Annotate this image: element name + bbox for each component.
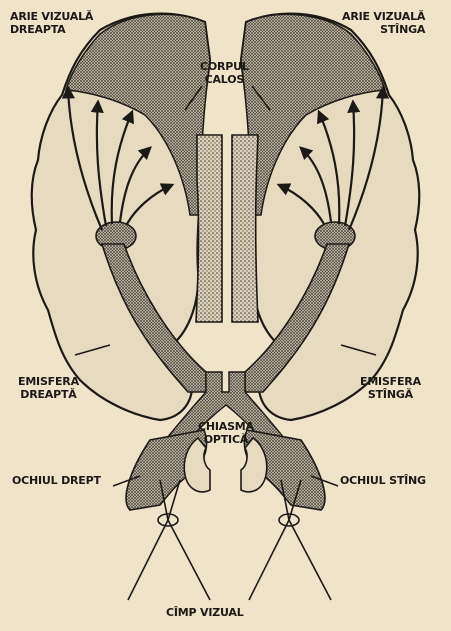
label-arie-vizuala-stinga: ARIE VIZUALĂ STÎNGA [342, 10, 425, 36]
label-ochiul-drept: OCHIUL DREPT [12, 474, 101, 487]
label-ochiul-sting: OCHIUL STÎNG [340, 474, 426, 487]
label-emisfera-dreapta: EMISFERA DREAPTĂ [18, 375, 79, 401]
label-emisfera-stinga: EMISFERA STÎNGĂ [360, 375, 421, 401]
label-arie-vizuala-dreapta: ARIE VIZUALĂ DREAPTA [10, 10, 93, 36]
label-cimp-vizual: CÎMP VIZUAL [166, 606, 244, 619]
label-chiasma-optica: CHIASMA OPTICĂ [198, 420, 254, 446]
corpus-callosum-left-half [196, 135, 222, 322]
label-corpul-calos: CORPUL CALOS [200, 60, 249, 86]
corpus-callosum-right-half [232, 135, 258, 322]
